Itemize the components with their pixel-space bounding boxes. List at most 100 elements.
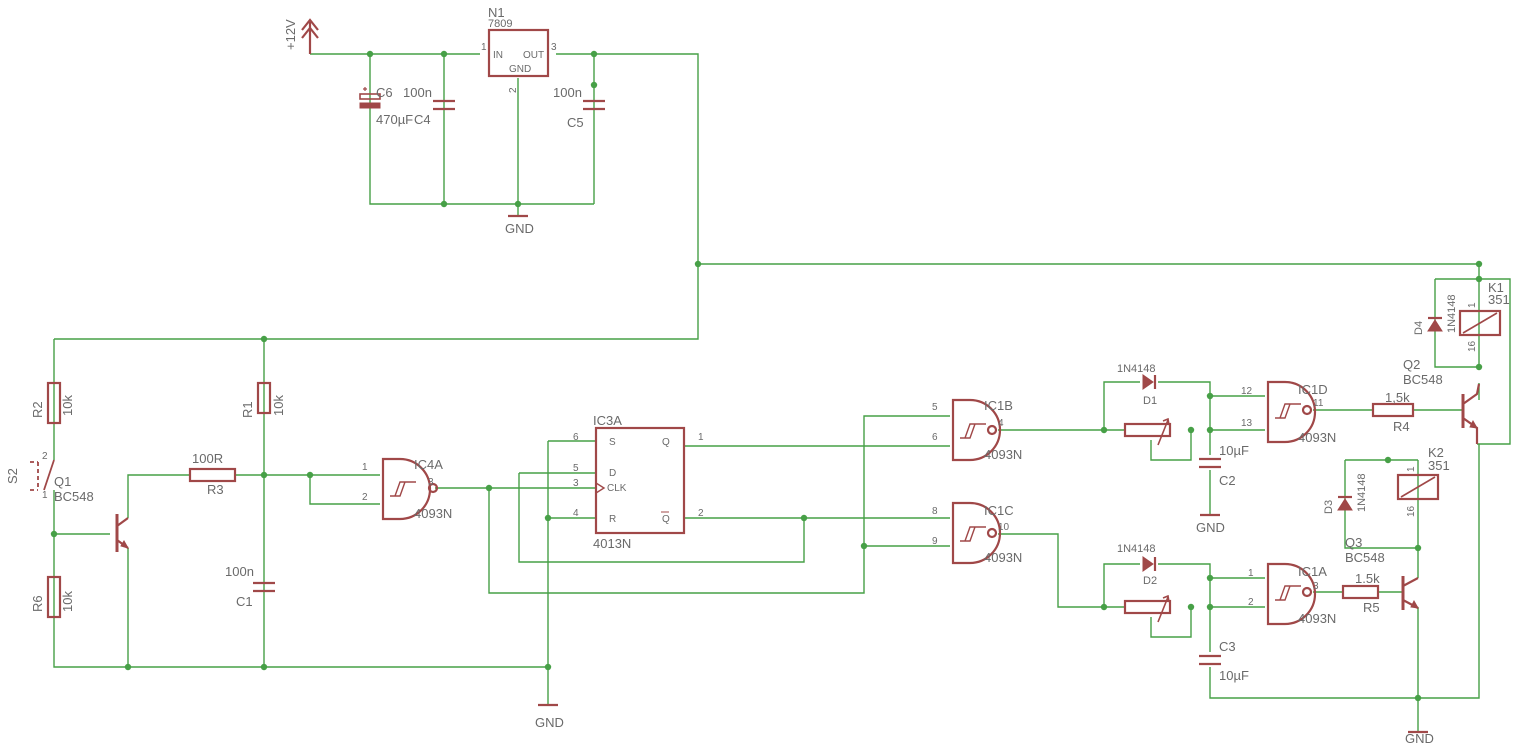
resistor-r6: R6 10k xyxy=(30,575,75,619)
gate-pin: 1 xyxy=(1248,568,1254,579)
nand-gate-ic4a: IC4A 4093N 1 2 3 xyxy=(362,457,452,521)
regulator-value: 7809 xyxy=(488,18,512,30)
regulator-pin-out: OUT xyxy=(523,50,544,61)
gnd-symbol-main: GND xyxy=(535,703,564,730)
supply-12v-symbol: +12V xyxy=(283,18,319,54)
gate-pin: 11 xyxy=(1313,398,1324,409)
gate-pin: 4 xyxy=(998,418,1004,429)
transistor-q3: Q3 BC548 xyxy=(1345,535,1419,610)
flipflop-pin-number: 4 xyxy=(573,508,579,519)
gate-part: 4093N xyxy=(984,550,1022,565)
flipflop-pin-qn: Q xyxy=(662,514,670,525)
capacitor-c2: 10µF C2 xyxy=(1199,443,1249,488)
gate-pin: 2 xyxy=(362,492,368,503)
relay-pin: 16 xyxy=(1406,505,1417,517)
capacitor-name: C5 xyxy=(567,115,584,130)
capacitor-value: 100n xyxy=(225,564,254,579)
gate-pin: 9 xyxy=(932,536,938,547)
resistor-value: 1,5k xyxy=(1385,390,1410,405)
capacitor-c3: C3 10µF xyxy=(1199,639,1249,683)
diode-value: 1N4148 xyxy=(1446,294,1458,333)
relay-pin: 1 xyxy=(1467,302,1478,308)
diode-d2: 1N4148 D2 xyxy=(1117,543,1157,587)
gate-pin: 6 xyxy=(932,432,938,443)
resistor-r3: 100R R3 xyxy=(188,451,237,497)
capacitor-c4: 100n C4 xyxy=(403,85,455,127)
gnd-symbol-q3: GND xyxy=(1405,730,1434,746)
capacitor-name: C6 xyxy=(376,85,393,100)
gate-pin: 8 xyxy=(932,506,938,517)
capacitor-value: 100n xyxy=(553,85,582,100)
capacitor-value: 10µF xyxy=(1219,443,1249,458)
gnd-label: GND xyxy=(1196,520,1225,535)
resistor-name: R1 xyxy=(240,401,255,418)
capacitor-name: C3 xyxy=(1219,639,1236,654)
transistor-value: BC548 xyxy=(1345,550,1385,565)
gate-part: 4093N xyxy=(414,506,452,521)
flipflop-ic3a: IC3A 4013N S D CLK R Q Q 6 5 3 4 1 2 xyxy=(573,413,704,551)
regulator-pin-number: 2 xyxy=(508,87,519,93)
resistor-value: 10k xyxy=(60,591,75,612)
flipflop-pin-number: 1 xyxy=(698,432,704,443)
resistor-value: 10k xyxy=(60,395,75,416)
transistor-name: Q3 xyxy=(1345,535,1362,550)
resistor-value: 10k xyxy=(271,395,286,416)
resistor-r1: R1 10k xyxy=(240,381,286,418)
flipflop-pin-s: S xyxy=(609,437,616,448)
capacitor-value: 100n xyxy=(403,85,432,100)
gate-pin: 10 xyxy=(998,522,1010,533)
gnd-label: GND xyxy=(535,715,564,730)
nand-gate-ic1c: IC1C 4093N 8 9 10 xyxy=(932,501,1022,565)
switch-name: S2 xyxy=(5,468,20,484)
nand-gate-ic1b: IC1B 4093N 5 6 4 xyxy=(932,398,1022,462)
transistor-q1: Q1 BC548 xyxy=(54,474,130,552)
capacitor-name: C2 xyxy=(1219,473,1236,488)
regulator-name: N1 xyxy=(488,5,505,20)
resistor-name: R3 xyxy=(207,482,224,497)
supply-label: +12V xyxy=(283,19,298,50)
flipflop-pin-number: 2 xyxy=(698,508,704,519)
regulator-7809: N1 7809 IN OUT GND 1 3 2 xyxy=(481,5,557,93)
regulator-pin-number: 3 xyxy=(551,42,557,53)
capacitor-name: C4 xyxy=(414,112,431,127)
resistor-name: R4 xyxy=(1393,419,1410,434)
transistor-name: Q1 xyxy=(54,474,71,489)
flipflop-name: IC3A xyxy=(593,413,622,428)
capacitor-c6: C6 470µF xyxy=(359,85,413,127)
diode-name: D3 xyxy=(1323,500,1335,514)
diode-d1: 1N4148 D1 xyxy=(1117,363,1157,407)
trimmer-bottom xyxy=(1123,594,1172,623)
transistor-q2: Q2 BC548 xyxy=(1403,357,1481,444)
switch-pin: 2 xyxy=(42,451,48,462)
nand-gate-ic1d: IC1D 4093N 12 13 11 xyxy=(1241,380,1336,445)
gate-part: 4093N xyxy=(1298,611,1336,626)
flipflop-pin-q: Q xyxy=(662,437,670,448)
wires xyxy=(53,53,1511,732)
diode-name: D2 xyxy=(1143,575,1157,587)
resistor-value: 100R xyxy=(192,451,223,466)
resistor-name: R5 xyxy=(1363,600,1380,615)
gate-name: IC1D xyxy=(1298,382,1328,397)
diode-value: 1N4148 xyxy=(1356,473,1368,512)
relay-k2: K2 351 1 16 xyxy=(1396,445,1450,517)
capacitor-value: 470µF xyxy=(376,112,413,127)
gnd-label: GND xyxy=(505,221,534,236)
transistor-value: BC548 xyxy=(54,489,94,504)
gnd-label: GND xyxy=(1405,731,1434,746)
resistor-r4: 1,5k R4 xyxy=(1371,390,1415,434)
trimmer-top xyxy=(1123,417,1172,446)
transistor-name: Q2 xyxy=(1403,357,1420,372)
diode-value: 1N4148 xyxy=(1117,363,1156,375)
gate-name: IC1B xyxy=(984,398,1013,413)
resistor-name: R6 xyxy=(30,595,45,612)
relay-value: 351 xyxy=(1428,458,1450,473)
flipflop-part: 4013N xyxy=(593,536,631,551)
diode-d3: D3 1N4148 xyxy=(1323,473,1368,514)
gate-pin: 3 xyxy=(428,477,434,488)
regulator-pin-gnd: GND xyxy=(509,64,531,75)
relay-name: K1 xyxy=(1488,280,1504,295)
gnd-symbol-c2: GND xyxy=(1196,513,1225,535)
gate-part: 4093N xyxy=(1298,430,1336,445)
capacitor-c5: 100n C5 xyxy=(553,85,605,130)
gate-pin: 12 xyxy=(1241,386,1253,397)
